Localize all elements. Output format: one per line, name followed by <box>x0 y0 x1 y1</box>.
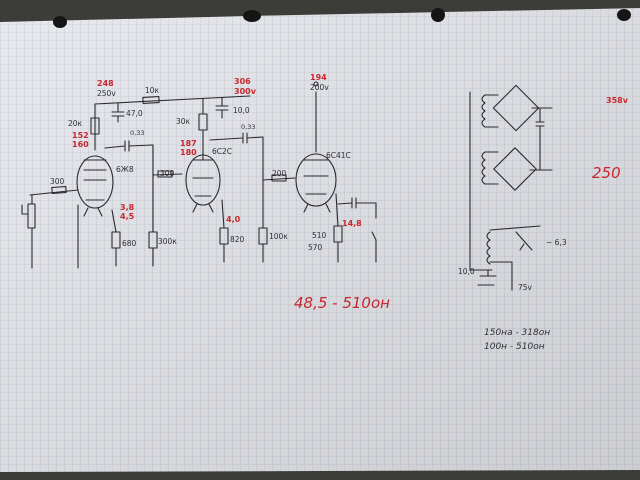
label-v2-anode-b: 300v <box>234 87 257 96</box>
label-r-200: 200 <box>272 169 287 178</box>
label-v3-200v: 200v <box>310 83 329 92</box>
label-r-20k: 20к <box>68 119 83 128</box>
label-r-300k: 300к <box>158 237 177 246</box>
schematic-labels: 248 250v 10к 306 300v 47,0 10,0 20к 30к … <box>50 73 629 352</box>
label-r-100k: 100к <box>269 232 288 241</box>
label-v1-cath-b: 4,5 <box>120 212 135 221</box>
label-ps-75: 75v <box>518 283 533 292</box>
label-v1-160: 160 <box>72 140 89 149</box>
label-ps-c10: 10,0 <box>458 267 475 276</box>
label-v1-cath: 3,8 <box>120 203 135 212</box>
label-v1-anode: 248 <box>97 79 114 88</box>
label-c-033a: 0,33 <box>130 129 144 137</box>
label-hv-358: 358v <box>606 96 629 105</box>
label-v2-187: 187 <box>180 139 197 148</box>
label-r-300b: 300 <box>160 169 175 178</box>
tube-1 <box>76 155 114 217</box>
label-v3-cath: 14,8 <box>342 219 362 228</box>
tube-2 <box>185 154 221 213</box>
label-r-570: 570 <box>308 243 323 252</box>
label-lv-250: 250 <box>592 164 621 182</box>
label-note2: 100н - 510он <box>484 342 545 352</box>
label-tube1: 6Ж8 <box>116 165 134 174</box>
label-big-note: 48,5 - 510он <box>294 294 390 312</box>
label-tube3: 6С41С <box>326 151 351 160</box>
label-ps-63: ~ 6,3 <box>546 238 567 247</box>
label-v2-cath: 4,0 <box>226 215 241 224</box>
label-v1-152: 152 <box>72 131 89 140</box>
label-r-10k: 10к <box>145 86 160 95</box>
tube-3 <box>295 153 337 213</box>
power-supply-wiring <box>469 84 553 291</box>
label-r-300a: 300 <box>50 177 65 186</box>
amplifier-wiring <box>21 81 377 269</box>
label-r-30k: 30к <box>176 117 191 126</box>
binder-holes <box>53 8 631 28</box>
label-c-033b: 0,33 <box>241 123 255 131</box>
label-c-10: 10,0 <box>233 106 250 115</box>
paper-sheet <box>0 8 640 472</box>
label-note1: 150на - 318он <box>484 328 550 338</box>
label-c-47: 47,0 <box>126 109 143 118</box>
label-v2-180: 180 <box>180 148 197 157</box>
label-r-820: 820 <box>230 235 245 244</box>
label-v3-194: 194 <box>310 73 327 82</box>
label-tube2: 6С2С <box>212 147 232 156</box>
label-v1-anode-b: 250v <box>97 89 116 98</box>
label-r-680: 680 <box>122 239 137 248</box>
label-r-510: 510 <box>312 231 327 240</box>
label-v2-anode: 306 <box>234 77 251 86</box>
